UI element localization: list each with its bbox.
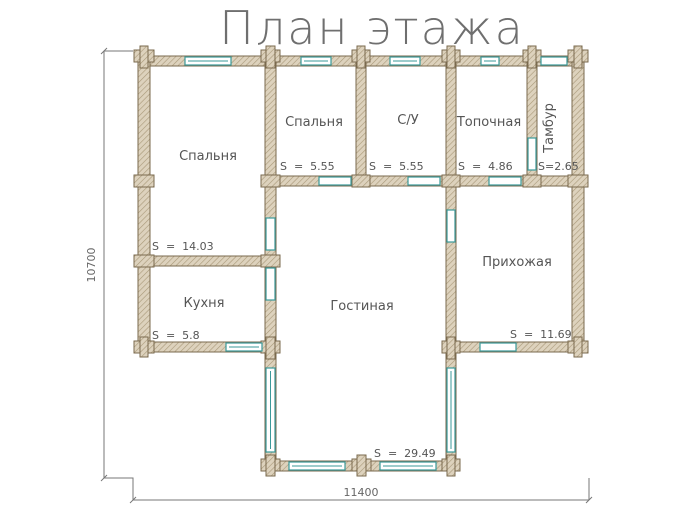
page-title: План этажа	[219, 1, 525, 55]
room-kitchen: Кухня S = 5.8	[152, 296, 224, 342]
dimension-height: 10700	[85, 47, 134, 500]
room-bedroom-2: Спальня S = 5.55	[280, 115, 343, 173]
room-boiler: Топочная S = 4.86	[456, 115, 521, 173]
room-hallway: Прихожая S = 11.69	[482, 255, 572, 341]
room-name: Прихожая	[482, 255, 552, 270]
room-area: S = 5.8	[152, 329, 200, 342]
room-area: S = 11.69	[510, 328, 572, 341]
room-name: Топочная	[456, 115, 521, 130]
room-name: С/У	[397, 113, 418, 128]
doors	[265, 137, 537, 352]
room-name: Гостиная	[330, 299, 393, 314]
room-area: S=2.65	[538, 160, 579, 173]
windows	[184, 56, 568, 471]
room-area: S = 4.86	[458, 160, 513, 173]
room-bathroom: С/У S = 5.55	[369, 113, 424, 173]
room-bedroom-1: Спальня S = 14.03	[152, 149, 237, 253]
room-name: Кухня	[184, 296, 225, 311]
room-area: S = 14.03	[152, 240, 214, 253]
width-label: 11400	[344, 486, 379, 499]
room-area: S = 5.55	[369, 160, 424, 173]
room-name: Спальня	[285, 115, 343, 130]
dimension-width: 11400	[129, 478, 593, 504]
room-name: Спальня	[179, 149, 237, 164]
room-vestibule: Тамбур S=2.65	[538, 103, 579, 173]
room-name: Тамбур	[542, 103, 557, 154]
height-label: 10700	[85, 248, 98, 283]
room-area: S = 5.55	[280, 160, 335, 173]
room-living: Гостиная S = 29.49	[330, 299, 435, 460]
room-area: S = 29.49	[374, 447, 436, 460]
